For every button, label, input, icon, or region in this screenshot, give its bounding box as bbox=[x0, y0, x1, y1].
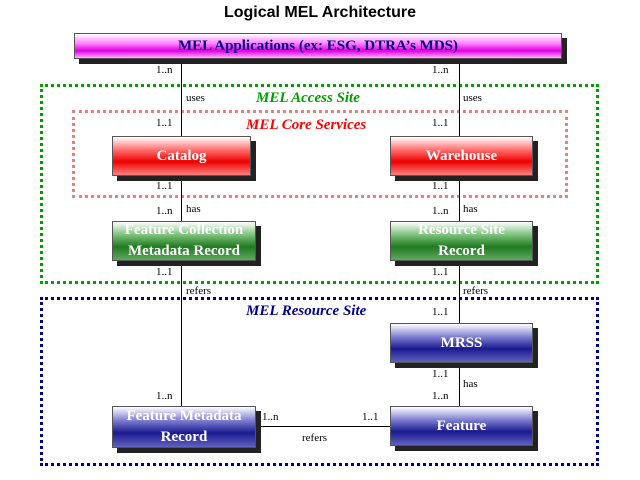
connector-mrss-feature bbox=[459, 363, 460, 406]
warehouse-rsr-relation: has bbox=[463, 203, 478, 215]
mrss-box: MRSS bbox=[390, 323, 533, 363]
app-warehouse-bottom-multiplicity: 1..1 bbox=[432, 117, 449, 129]
fm-feature-relation: refers bbox=[302, 432, 328, 444]
diagram-title: Logical MEL Architecture bbox=[223, 4, 417, 21]
warehouse-rsr-top-multiplicity: 1..1 bbox=[432, 180, 449, 192]
catalog-label: Catalog bbox=[156, 147, 207, 164]
connector-feature-collection-feature-metadata bbox=[181, 261, 182, 406]
access-site-label: MEL Access Site bbox=[256, 90, 360, 106]
app-warehouse-top-multiplicity: 1..n bbox=[432, 64, 449, 76]
mrss-feature-bottom-multiplicity: 1..n bbox=[432, 390, 449, 402]
connector-app-warehouse bbox=[459, 58, 460, 136]
core-services-label: MEL Core Services bbox=[246, 117, 367, 133]
catalog-box: Catalog bbox=[112, 136, 251, 176]
mrss-label: MRSS bbox=[440, 334, 483, 351]
app-warehouse-relation: uses bbox=[463, 92, 482, 104]
feature-label: Feature bbox=[436, 417, 487, 434]
rsr-mrss-relation: refers bbox=[463, 285, 489, 297]
fc-fm-relation: refers bbox=[186, 285, 212, 297]
connector-warehouse-resource-site-record bbox=[459, 176, 460, 221]
access-site-region bbox=[40, 84, 599, 284]
connector-catalog-feature-collection bbox=[181, 176, 182, 221]
app-catalog-relation: uses bbox=[186, 92, 205, 104]
mel-applications-label: MEL Applications (ex: ESG, DTRA’s MDS) bbox=[177, 37, 459, 54]
resource-site-label: MEL Resource Site bbox=[246, 303, 367, 319]
mrss-feature-top-multiplicity: 1..1 bbox=[432, 368, 449, 380]
fc-fm-top-multiplicity: 1..1 bbox=[156, 266, 173, 278]
feature-collection-label-line2: Metadata Record bbox=[127, 243, 241, 259]
resource-site-record-label-line1: Resource Site bbox=[418, 222, 505, 238]
feature-metadata-record-box: Feature Metadata Record bbox=[112, 406, 256, 448]
connector-resource-site-record-mrss bbox=[459, 261, 460, 323]
catalog-fc-top-multiplicity: 1..1 bbox=[156, 180, 173, 192]
feature-metadata-label-line2: Record bbox=[160, 429, 208, 445]
mrss-feature-relation: has bbox=[463, 378, 478, 390]
rsr-mrss-bottom-multiplicity: 1..1 bbox=[432, 306, 449, 318]
warehouse-box: Warehouse bbox=[390, 136, 533, 176]
connector-feature-metadata-feature bbox=[256, 426, 390, 427]
fm-feature-right-multiplicity: 1..1 bbox=[362, 411, 379, 423]
catalog-fc-relation: has bbox=[186, 203, 201, 215]
catalog-fc-bottom-multiplicity: 1..n bbox=[156, 205, 173, 217]
core-services-region bbox=[72, 110, 568, 198]
warehouse-label: Warehouse bbox=[425, 147, 498, 164]
fc-fm-bottom-multiplicity: 1..n bbox=[156, 390, 173, 402]
connector-app-catalog bbox=[181, 58, 182, 136]
feature-metadata-label-line1: Feature Metadata bbox=[126, 408, 242, 424]
app-catalog-bottom-multiplicity: 1..1 bbox=[156, 117, 173, 129]
mel-applications-box: MEL Applications (ex: ESG, DTRA’s MDS) bbox=[74, 33, 562, 59]
feature-collection-label-line1: Feature Collection bbox=[124, 222, 244, 238]
feature-collection-metadata-record-box: Feature Collection Metadata Record bbox=[112, 221, 256, 261]
resource-site-record-box: Resource Site Record bbox=[390, 221, 533, 261]
warehouse-rsr-bottom-multiplicity: 1..n bbox=[432, 205, 449, 217]
app-catalog-top-multiplicity: 1..n bbox=[156, 64, 173, 76]
rsr-mrss-top-multiplicity: 1..1 bbox=[432, 266, 449, 278]
fm-feature-left-multiplicity: 1..n bbox=[262, 411, 279, 423]
resource-site-record-label-line2: Record bbox=[438, 243, 485, 259]
resource-site-region bbox=[40, 297, 599, 466]
feature-box: Feature bbox=[390, 406, 533, 446]
